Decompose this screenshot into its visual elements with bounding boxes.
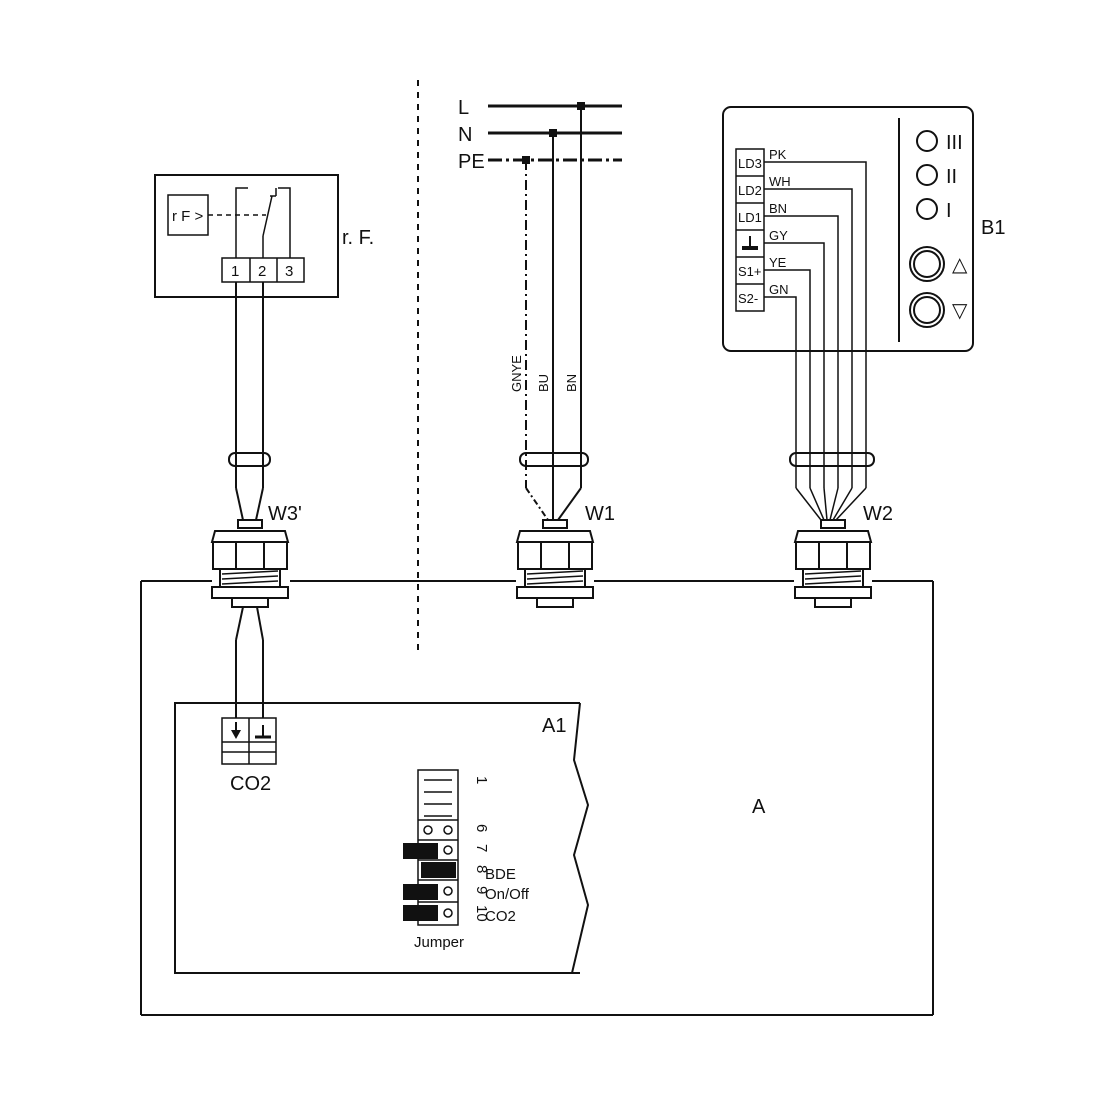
b1-terminal-s2: S2-: [738, 291, 758, 306]
level-1-label: I: [946, 200, 952, 222]
b1-wire-pk: PK: [769, 147, 787, 162]
control-panel: LD3 LD2 LD1 S1+ S2- PK WH BN GY YE GN II…: [722, 106, 1005, 521]
b1-terminal-ld3: LD3: [738, 156, 762, 171]
b1-wire-bn: BN: [769, 201, 787, 216]
jumper-pin-7: 7: [473, 844, 490, 852]
jumper-pin-6: 6: [473, 824, 490, 832]
co2-ground-icon: [255, 725, 271, 739]
sensor-terminal-3: 3: [285, 263, 293, 280]
b1-wire-ye: YE: [769, 255, 787, 270]
cable-gland-w2: [793, 519, 873, 608]
jumper-function-co2: CO2: [485, 908, 516, 925]
down-button[interactable]: [909, 292, 945, 328]
humidity-sensor: r F > 1 2 3 r. F.: [154, 174, 374, 521]
cable-gland-w1: [515, 519, 595, 608]
wire-label-bu: BU: [536, 374, 551, 392]
b1-terminal-s1: S1+: [738, 264, 762, 279]
cable-gland-w3: [210, 519, 290, 608]
cable-strap-w3: [228, 452, 271, 467]
b1-wire-wh: WH: [769, 174, 791, 189]
level-1-indicator: [916, 198, 938, 220]
mains-n-label: N: [458, 124, 472, 146]
unit-label: A: [752, 796, 766, 818]
level-2-label: II: [946, 166, 957, 188]
jumper-9[interactable]: [403, 884, 438, 900]
b1-wire-gn: GN: [769, 282, 789, 297]
co2-terminal: [221, 717, 277, 765]
sensor-label: r. F.: [342, 227, 374, 249]
level-3-indicator: [916, 130, 938, 152]
cable-strap-w1: [519, 452, 589, 467]
down-arrow-icon: ▽: [952, 300, 968, 322]
jumper-caption: Jumper: [414, 934, 464, 951]
wire-label-bn: BN: [564, 374, 579, 392]
jumper-pin-1: 1: [473, 776, 490, 784]
level-3-label: III: [946, 132, 963, 154]
unit-housing: A: [140, 580, 934, 1016]
jumper-7[interactable]: [403, 843, 438, 859]
cable-label-w2: W2: [863, 503, 893, 525]
control-label: B1: [981, 217, 1005, 239]
cable-strap-w2: [789, 452, 875, 467]
jumper-pin-10: 10: [473, 905, 490, 922]
up-arrow-icon: △: [952, 254, 968, 276]
cable-label-w3: W3': [268, 503, 302, 525]
b1-wire-gy: GY: [769, 228, 788, 243]
jumper-pin-9: 9: [473, 886, 490, 894]
co2-terminal-label: CO2: [230, 773, 271, 795]
b1-terminal-ground-icon: [742, 236, 758, 250]
co2-input-arrow-icon: [231, 722, 241, 739]
sensor-terminal-2: 2: [258, 263, 266, 280]
jumper-pin-8: 8: [473, 865, 490, 873]
jumper-function-bde: BDE: [485, 866, 516, 883]
sensor-element-label: r F >: [172, 208, 203, 225]
sensor-terminal-1: 1: [231, 263, 239, 280]
level-2-indicator: [916, 164, 938, 186]
wire-label-gnye: GNYE: [509, 355, 524, 392]
cable-label-w1: W1: [585, 503, 615, 525]
mains-l-label: L: [458, 97, 469, 119]
up-button[interactable]: [909, 246, 945, 282]
jumper-10[interactable]: [403, 905, 438, 921]
mains-supply: L N PE GNYE BU BN: [458, 97, 622, 521]
mains-pe-label: PE: [458, 151, 485, 173]
board-label: A1: [542, 715, 566, 737]
control-board: A1 CO2: [174, 702, 590, 974]
b1-terminal-ld1: LD1: [738, 210, 762, 225]
jumper-8[interactable]: [421, 862, 456, 878]
b1-terminal-ld2: LD2: [738, 183, 762, 198]
jumper-function-onoff: On/Off: [485, 886, 530, 903]
